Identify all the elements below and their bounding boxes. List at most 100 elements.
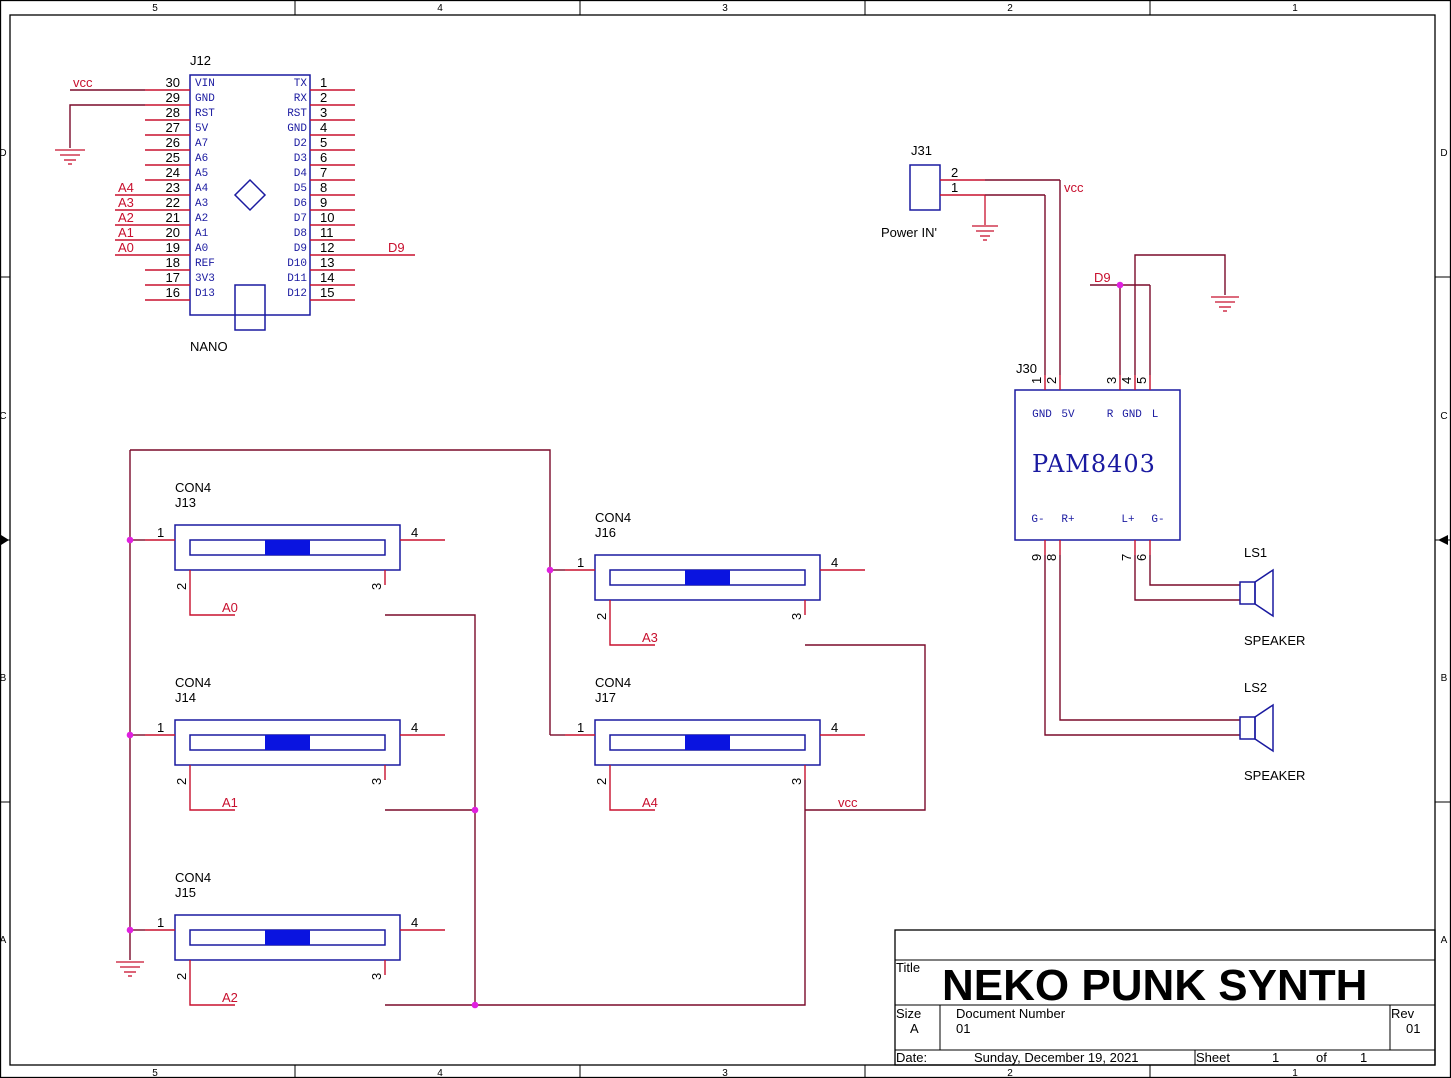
pin-number: 1 (320, 75, 327, 90)
pin-number: 12 (320, 240, 334, 255)
row-label: A (0, 935, 7, 946)
pin-name: RX (294, 93, 308, 105)
row-label: B (0, 673, 7, 684)
pot-slider-knob[interactable] (265, 540, 310, 555)
pin-name: A5 (195, 168, 208, 180)
pot-slider-knob[interactable] (265, 735, 310, 750)
component-ref: J17 (595, 690, 616, 705)
gnd-wire (69, 104, 145, 148)
pin-name: D7 (294, 213, 307, 225)
pin-number: 1 (1029, 377, 1044, 384)
net-label: A0 (222, 600, 238, 615)
pin-number: 25 (166, 150, 180, 165)
pin-number: 1 (157, 915, 164, 930)
pin-number: 2 (594, 778, 609, 785)
component-value: NANO (190, 339, 228, 354)
pin-name: L (1152, 409, 1159, 421)
pin-number: 3 (789, 613, 804, 620)
pin-name: A2 (195, 213, 208, 225)
amp-body (1014, 389, 1181, 541)
pin-name: 5V (195, 123, 209, 135)
col-label: 4 (437, 1068, 443, 1078)
center-mark-left (1, 535, 9, 545)
pot-slider-knob[interactable] (685, 735, 730, 750)
junction-dot (546, 566, 554, 574)
speaker-magnet (1239, 716, 1256, 740)
pin-number: 8 (320, 180, 327, 195)
pin-number: 26 (166, 135, 180, 150)
pin-name: D3 (294, 153, 307, 165)
pin-name: D11 (287, 273, 307, 285)
pot-body (174, 524, 401, 571)
pin-number: 5 (1134, 377, 1149, 384)
amp-bottom-pins: 9G-8R+7L+6G- (1029, 514, 1165, 561)
pin-number: 18 (166, 255, 180, 270)
row-label: C (1440, 411, 1447, 422)
pin-number: 2 (174, 973, 189, 980)
net-label-vcc: vcc (838, 795, 858, 810)
col-label: 4 (437, 3, 443, 14)
pot-wiring: vcc (116, 449, 926, 1009)
pin-number: 14 (320, 270, 334, 285)
pin-name: 3V3 (195, 273, 215, 285)
rev-value: 01 (1406, 1021, 1420, 1036)
power-input-j31[interactable]: J31 2 1 Power IN' vcc (881, 143, 1084, 375)
nano-right-pins: 1TX2RX3RST4GND5D26D37D48D59D610D711D812D… (287, 75, 355, 301)
pin-number: 3 (320, 105, 327, 120)
sheet-count: 1 (1360, 1050, 1367, 1065)
component-value: Power IN' (881, 225, 937, 240)
pin-number: 4 (831, 720, 838, 735)
component-value: SPEAKER (1244, 768, 1305, 783)
nano-diamond-mark (233, 178, 267, 212)
net-label: A2 (222, 990, 238, 1005)
drawing-title: NEKO PUNK SYNTH (942, 961, 1367, 1010)
row-label: C (0, 411, 7, 422)
component-ref: LS2 (1244, 680, 1267, 695)
size-value: A (910, 1021, 919, 1036)
pin-name: D13 (195, 288, 215, 300)
col-label: 5 (152, 1068, 158, 1078)
pot-slider-knob[interactable] (685, 570, 730, 585)
pin-number: 29 (166, 90, 180, 105)
pin-number: 4 (320, 120, 327, 135)
pin-name: R+ (1061, 514, 1074, 526)
component-ref: J12 (190, 53, 211, 68)
pot-slider-knob[interactable] (265, 930, 310, 945)
pin-number: 16 (166, 285, 180, 300)
pin-name: G- (1151, 514, 1164, 526)
speaker-cone (1254, 568, 1274, 618)
speaker-ls2[interactable]: LS2 SPEAKER (1239, 680, 1305, 783)
component-value: CON4 (595, 510, 631, 525)
col-label: 3 (722, 3, 728, 14)
component-ref: J15 (175, 885, 196, 900)
pot-body (174, 719, 401, 766)
net-label-a1: A1 (118, 225, 134, 240)
junction-dot (126, 926, 134, 934)
pin-name: A4 (195, 183, 209, 195)
pin-number: 2 (174, 778, 189, 785)
pin-name: L+ (1121, 514, 1134, 526)
pin-number: 5 (320, 135, 327, 150)
power-connector-body (909, 164, 941, 211)
pin-number: 4 (411, 915, 418, 930)
rev-label: Rev (1391, 1006, 1415, 1021)
net-label-a0: A0 (118, 240, 134, 255)
speaker-ls1[interactable]: LS1 SPEAKER (1239, 545, 1305, 648)
row-label: D (1440, 148, 1447, 159)
component-ref: LS1 (1244, 545, 1267, 560)
junction-dot (471, 1001, 479, 1009)
pin-name: D2 (294, 138, 307, 150)
pin-name: D10 (287, 258, 307, 270)
pin-name: VIN (195, 78, 215, 90)
pin-number: 1 (951, 180, 958, 195)
col-label: 2 (1007, 1068, 1013, 1078)
date-value: Sunday, December 19, 2021 (974, 1050, 1139, 1065)
